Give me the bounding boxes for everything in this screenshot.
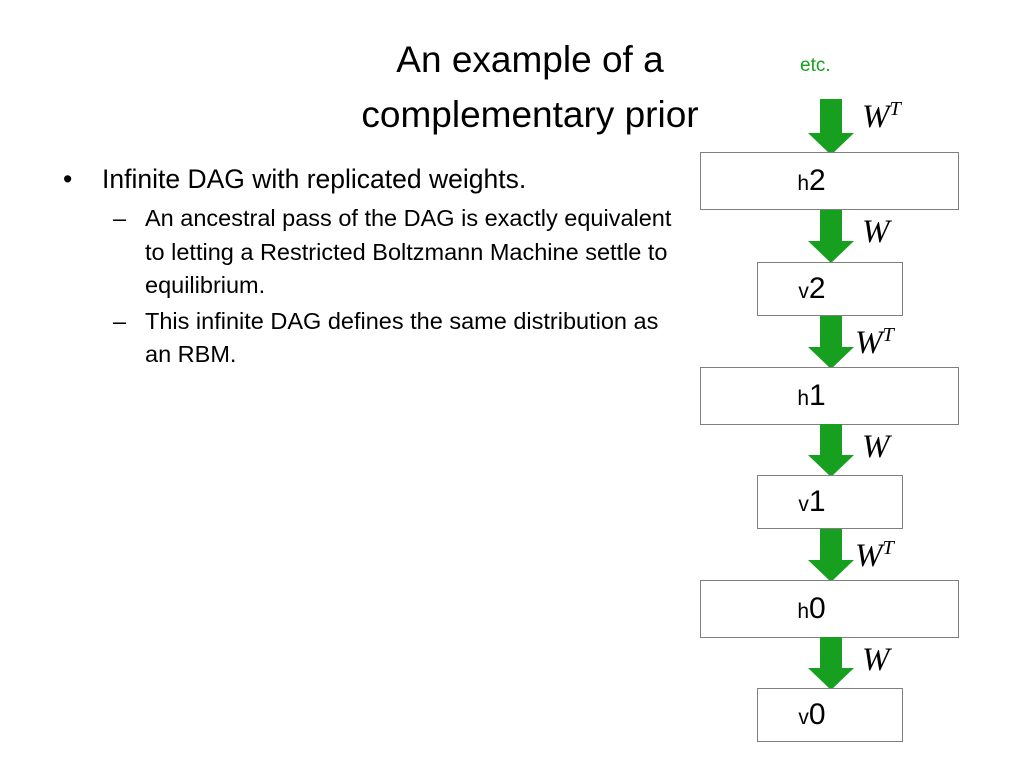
arrow-label-w-3: W bbox=[862, 429, 890, 465]
arrow-h0-to-v0 bbox=[808, 637, 854, 690]
bullet-marker-dash: – bbox=[113, 205, 127, 231]
node-label-v1: v1 bbox=[798, 485, 826, 518]
arrow-v1-to-h0 bbox=[808, 529, 854, 582]
bullet-item-1: – An ancestral pass of the DAG is exactl… bbox=[58, 202, 678, 303]
node-box-v0[interactable]: v0 bbox=[757, 688, 903, 742]
arrow-v2-to-h1 bbox=[808, 316, 854, 369]
page-title: An example of a complementary prior bbox=[361, 39, 699, 135]
bullet-marker-dot: • bbox=[63, 164, 73, 194]
arrow-label-w-transpose-0: WT bbox=[862, 98, 901, 135]
arrow-label-w-transpose-2: WT bbox=[855, 324, 894, 361]
arrow-etc-to-h2 bbox=[808, 99, 854, 155]
node-label-v2: v2 bbox=[798, 272, 826, 305]
node-label-h2: h2 bbox=[797, 164, 826, 197]
bullet-item-2: – This infinite DAG defines the same dis… bbox=[58, 305, 678, 372]
arrow-label-w-5: W bbox=[862, 642, 890, 678]
arrow-h2-to-v2 bbox=[808, 210, 854, 263]
node-label-h1: h1 bbox=[797, 379, 826, 412]
bullet-text: An ancestral pass of the DAG is exactly … bbox=[145, 205, 672, 298]
arrow-label-w-transpose-4: WT bbox=[855, 537, 894, 574]
node-box-h1[interactable]: h1 bbox=[700, 367, 959, 425]
node-label-v0: v0 bbox=[798, 698, 826, 731]
bullet-text: This infinite DAG defines the same distr… bbox=[145, 307, 659, 368]
arrow-h1-to-v1 bbox=[808, 424, 854, 477]
node-label-h0: h0 bbox=[797, 592, 826, 625]
node-box-v1[interactable]: v1 bbox=[757, 475, 903, 529]
arrow-label-w-1: W bbox=[862, 214, 890, 250]
node-box-v2[interactable]: v2 bbox=[757, 262, 903, 316]
node-box-h0[interactable]: h0 bbox=[700, 580, 959, 638]
bullet-item-0: • Infinite DAG with replicated weights. bbox=[58, 160, 678, 198]
bullet-list: • Infinite DAG with replicated weights. … bbox=[58, 160, 678, 374]
bullet-text: Infinite DAG with replicated weights. bbox=[102, 164, 527, 194]
node-box-h2[interactable]: h2 bbox=[700, 152, 959, 210]
etc-label: etc. bbox=[800, 55, 831, 76]
bullet-marker-dash: – bbox=[113, 307, 127, 334]
